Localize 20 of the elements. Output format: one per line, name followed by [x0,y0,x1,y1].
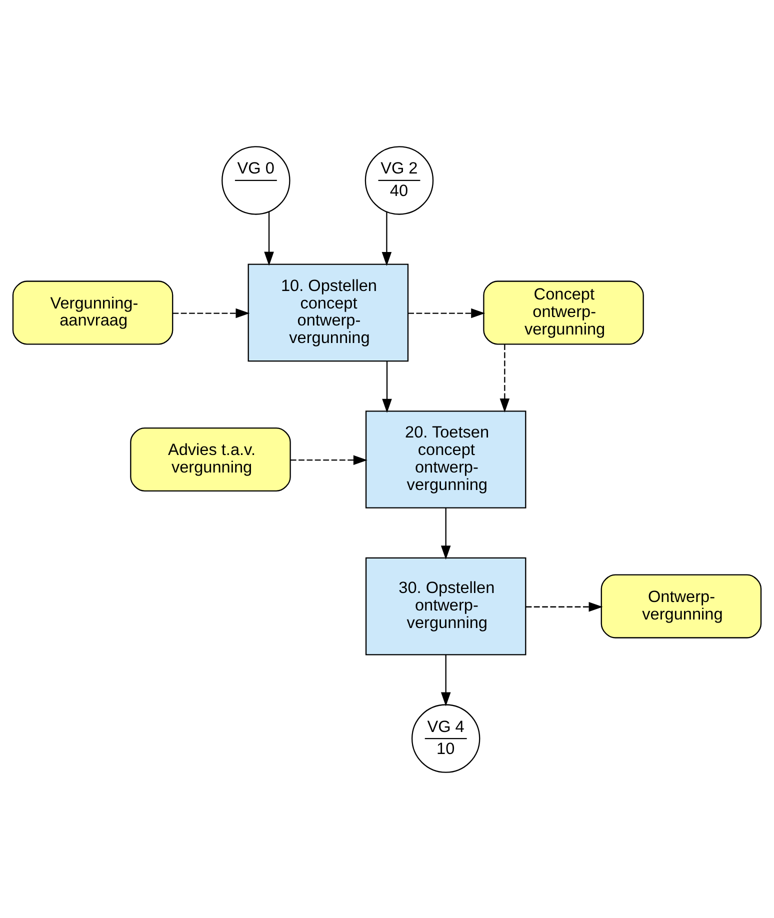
arrow [440,507,451,560]
node-box: 20. Toetsen concept ontwerp- vergunning [365,410,526,508]
node-circle: VG 0 [222,146,290,214]
arrow [500,344,510,412]
arrow [172,308,250,318]
node-box: Concept ontwerp- vergunning [483,280,644,344]
node-box: 30. Opstellen ontwerp- vergunning [365,556,526,655]
node-box: Advies t.a.v. vergunning [130,426,291,492]
node-circle: VG 4 10 [411,704,480,772]
arrow [408,308,486,318]
node-box: 10. Opstellen concept ontwerp- vergunning [248,263,409,362]
arrow [290,454,368,464]
node-box: Ontwerp- vergunning [600,574,762,638]
arrow [526,601,603,612]
arrow [440,654,451,706]
arrow [382,212,392,266]
arrow [382,360,392,412]
node-circle: VG 2 40 [364,146,434,214]
node-box: Vergunning- aanvraag [12,280,174,344]
arrow [264,211,274,266]
